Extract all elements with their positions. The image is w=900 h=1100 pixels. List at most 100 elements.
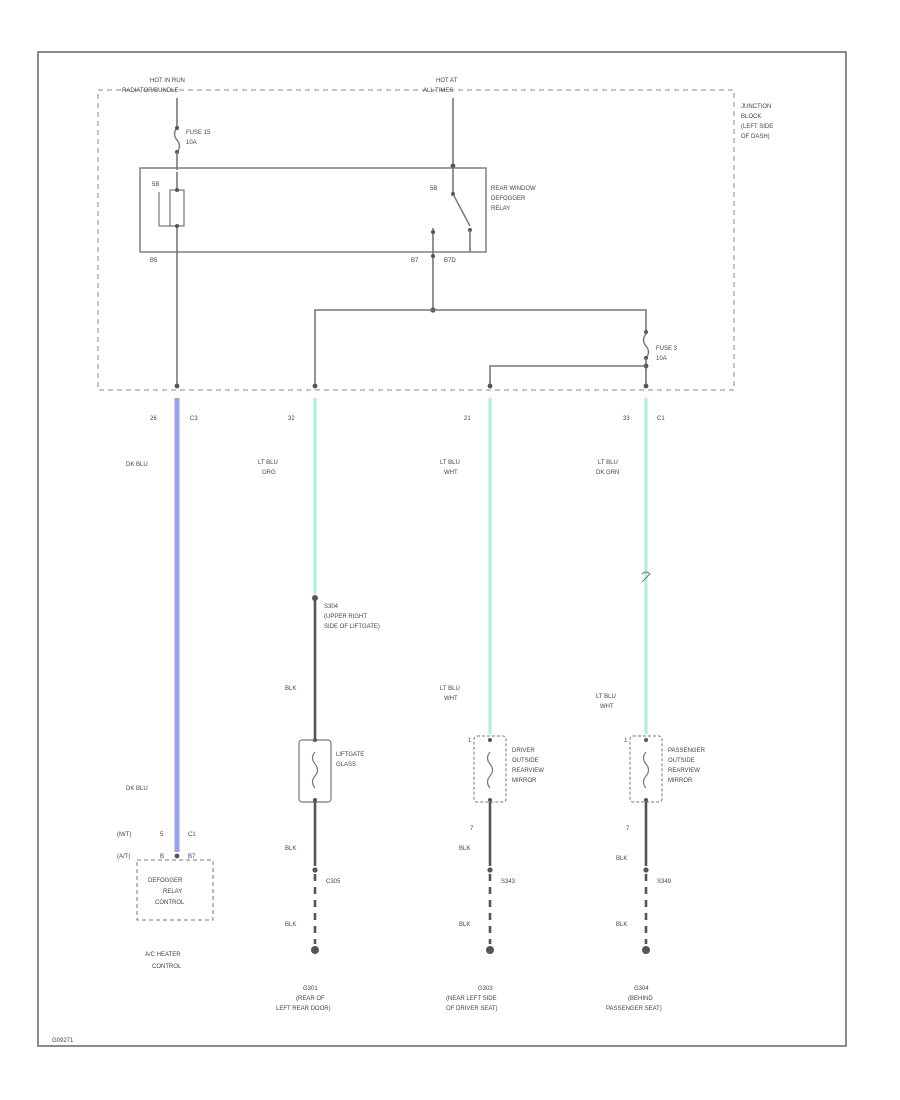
driver-mirror-pin-bot: 7 (470, 826, 474, 832)
hot-in-run-label: HOT IN RUN RADIATOR/BUNDLE (122, 78, 185, 94)
relay-output-node-bot (431, 254, 435, 258)
svg-text:HOT AT: HOT AT (436, 78, 457, 84)
splice-s304 (312, 595, 318, 601)
svg-text:BLOCK: BLOCK (741, 114, 761, 120)
relay-pin-sw-top: 5B (430, 186, 437, 192)
relay-pin-coil-top: 5B (152, 182, 159, 188)
hot-at-all-times-label: HOT AT ALL TIMES (423, 78, 457, 94)
blk-label-c: BLK (616, 856, 627, 862)
svg-text:DEFOGGER: DEFOGGER (148, 878, 183, 884)
connector-pin-32: 32 (288, 416, 295, 422)
wire3-bot-label-1: LT BLU (440, 686, 460, 692)
relay-pin-sw-top-node (450, 163, 456, 169)
svg-text:DEFOGGER: DEFOGGER (491, 196, 526, 202)
ground-g304-label: G304 (BEHIND PASSENGER SEAT) (606, 986, 662, 1012)
connector-c3-label: C3 (190, 416, 198, 422)
wire4-label-2: DK GRN (596, 470, 619, 476)
svg-text:PASSENGER SEAT): PASSENGER SEAT) (606, 1006, 662, 1012)
junction-block-outline (97, 89, 735, 391)
svg-text:(LEFT SIDE: (LEFT SIDE (741, 124, 773, 130)
svg-text:G301: G301 (303, 986, 318, 992)
passenger-mirror-label-1: PASSENGER (668, 748, 706, 754)
wire-dk-blu-label-bot: DK BLU (126, 786, 148, 792)
svg-text:CONTROL: CONTROL (152, 964, 182, 970)
junction-block-label: JUNCTION BLOCK (LEFT SIDE OF DASH) (741, 104, 773, 140)
ground-conn-s343: S343 (501, 879, 516, 885)
fuse-3-rating: 10A (656, 356, 667, 362)
connector-c1-label: C1 (657, 416, 665, 422)
hvac-pin-at: B (160, 854, 164, 860)
hvac-box-label: DEFOGGER RELAY CONTROL (148, 878, 185, 906)
splice-s304-name: S304 (324, 604, 339, 610)
svg-text:G303: G303 (478, 986, 493, 992)
svg-text:OF DRIVER SEAT): OF DRIVER SEAT) (446, 1006, 498, 1012)
svg-text:REAR WINDOW: REAR WINDOW (491, 186, 536, 192)
liftgate-label-1: LIFTGATE (336, 752, 364, 758)
svg-text:HOT IN RUN: HOT IN RUN (150, 78, 185, 84)
defogger-relay-box (139, 167, 487, 253)
hvac-relay-control-box (136, 859, 214, 921)
relay-pin-a: B7 (411, 258, 419, 264)
svg-text:CONTROL: CONTROL (155, 900, 185, 906)
fuse-15 (173, 126, 181, 154)
wire-to-driver-mirror-branch (489, 365, 646, 386)
ground-g303-label: G303 (NEAR LEFT SIDE OF DRIVER SEAT) (446, 986, 498, 1012)
ground-symbols (311, 946, 650, 954)
driver-mirror-heater (473, 735, 507, 803)
fuse-3 (642, 330, 650, 360)
hvac-pin-node (174, 853, 180, 859)
diagram-border (37, 51, 847, 1047)
connector-c3-nodes (174, 383, 649, 389)
passenger-mirror-label-4: MIRROR (668, 778, 693, 784)
fuse-15-name: FUSE 15 (186, 130, 211, 136)
connector-pin-21: 21 (464, 416, 471, 422)
wire4-label-1: LT BLU (598, 460, 618, 466)
fuse-3-name: FUSE 3 (656, 346, 678, 352)
wire3-bot-label-2: WHT (444, 696, 458, 702)
passenger-mirror-label-3: REARVIEW (668, 768, 700, 774)
figure-code: G09271 (52, 1038, 74, 1044)
driver-mirror-pin-top: 1 (468, 738, 472, 744)
relay-output-node-top (431, 230, 435, 234)
driver-mirror-label-3: REARVIEW (512, 768, 544, 774)
driver-mirror-label-2: OUTSIDE (512, 758, 539, 764)
driver-mirror-label-4: MIRROR (512, 778, 537, 784)
connector-c3-pin-26: 26 (150, 416, 157, 422)
blk-label-d: BLK (285, 922, 296, 928)
driver-mirror-label-1: DRIVER (512, 748, 535, 754)
blk-label-e: BLK (459, 922, 470, 928)
relay-switch (451, 168, 472, 252)
ground-conn-c305: C305 (326, 879, 341, 885)
relay-label: REAR WINDOW DEFOGGER RELAY (491, 186, 536, 212)
hvac-pin-mt: 5 (160, 832, 164, 838)
passenger-mirror-pin-top: 1 (624, 738, 628, 744)
passenger-mirror-pin-bot: 7 (626, 826, 630, 832)
connector-pin-33: 33 (623, 416, 630, 422)
wire4-bot-label-1: LT BLU (596, 694, 616, 700)
ground-g301-label: G301 (REAR OF LEFT REAR DOOR) (276, 986, 331, 1012)
wire2-label-2: ORG (262, 470, 276, 476)
wire3-label-1: LT BLU (440, 460, 460, 466)
svg-text:ALL TIMES: ALL TIMES (423, 88, 453, 94)
splice-s304-l1: (UPPER RIGHT (324, 614, 367, 620)
svg-text:G304: G304 (634, 986, 649, 992)
svg-text:RADIATOR/BUNDLE: RADIATOR/BUNDLE (122, 88, 178, 94)
hvac-name-label: A/C HEATER CONTROL (145, 952, 182, 970)
liftgate-label-2: GLASS (336, 762, 356, 768)
inline-connector-wire4 (641, 571, 651, 583)
ground-wires (312, 802, 649, 944)
fuse-15-rating: 10A (186, 140, 197, 146)
svg-text:JUNCTION: JUNCTION (741, 104, 771, 110)
hvac-at-label: (A/T) (117, 854, 130, 860)
hvac-conn-b7: B7 (188, 854, 196, 860)
passenger-mirror-label-2: OUTSIDE (668, 758, 695, 764)
wire2-label-1: LT BLU (258, 460, 278, 466)
svg-text:(REAR OF: (REAR OF (296, 996, 325, 1002)
wire3-label-2: WHT (444, 470, 458, 476)
hvac-conn-c1: C1 (188, 832, 196, 838)
svg-text:(NEAR LEFT SIDE: (NEAR LEFT SIDE (446, 996, 497, 1002)
liftgate-glass-heater (298, 738, 332, 803)
blk-label-a: BLK (285, 846, 296, 852)
relay-pin-coil-bot: B5 (150, 258, 158, 264)
